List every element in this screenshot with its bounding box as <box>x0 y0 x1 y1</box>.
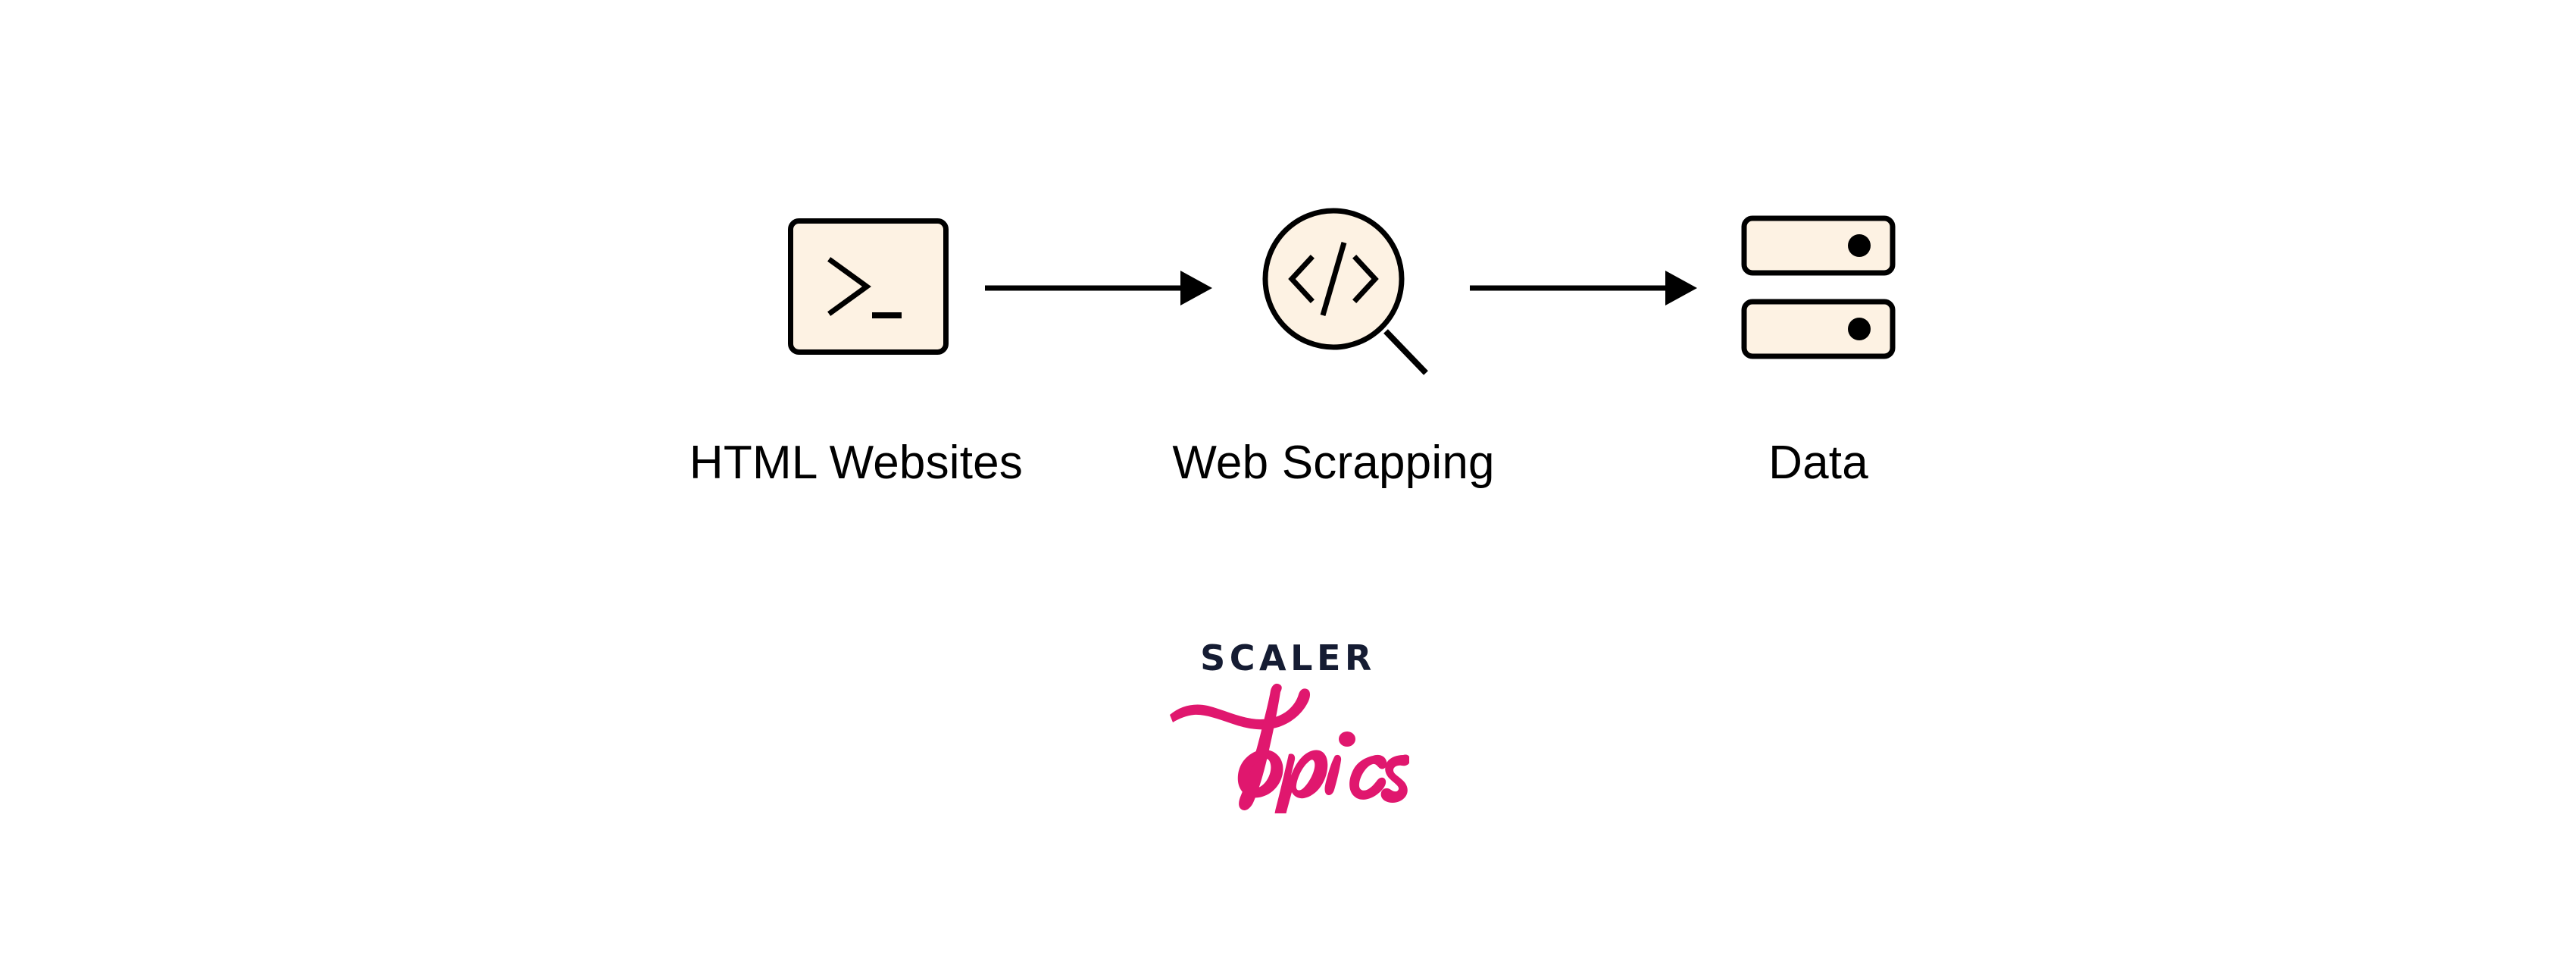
database-server-icon <box>1741 215 1896 359</box>
node-label-html-websites: HTML Websites <box>689 437 1024 489</box>
arrow-right-icon <box>985 265 1212 311</box>
magnifier-code-icon <box>1250 196 1440 385</box>
terminal-icon <box>788 218 949 355</box>
scaler-topics-logo: SCALER <box>1167 638 1411 824</box>
node-label-data: Data <box>1768 437 1868 489</box>
scaler-wordmark: SCALER <box>1200 638 1376 678</box>
arrow-right-icon-2 <box>1470 265 1697 311</box>
topics-script-logo <box>1167 669 1411 824</box>
node-label-web-scrapping: Web Scrapping <box>1172 437 1495 489</box>
